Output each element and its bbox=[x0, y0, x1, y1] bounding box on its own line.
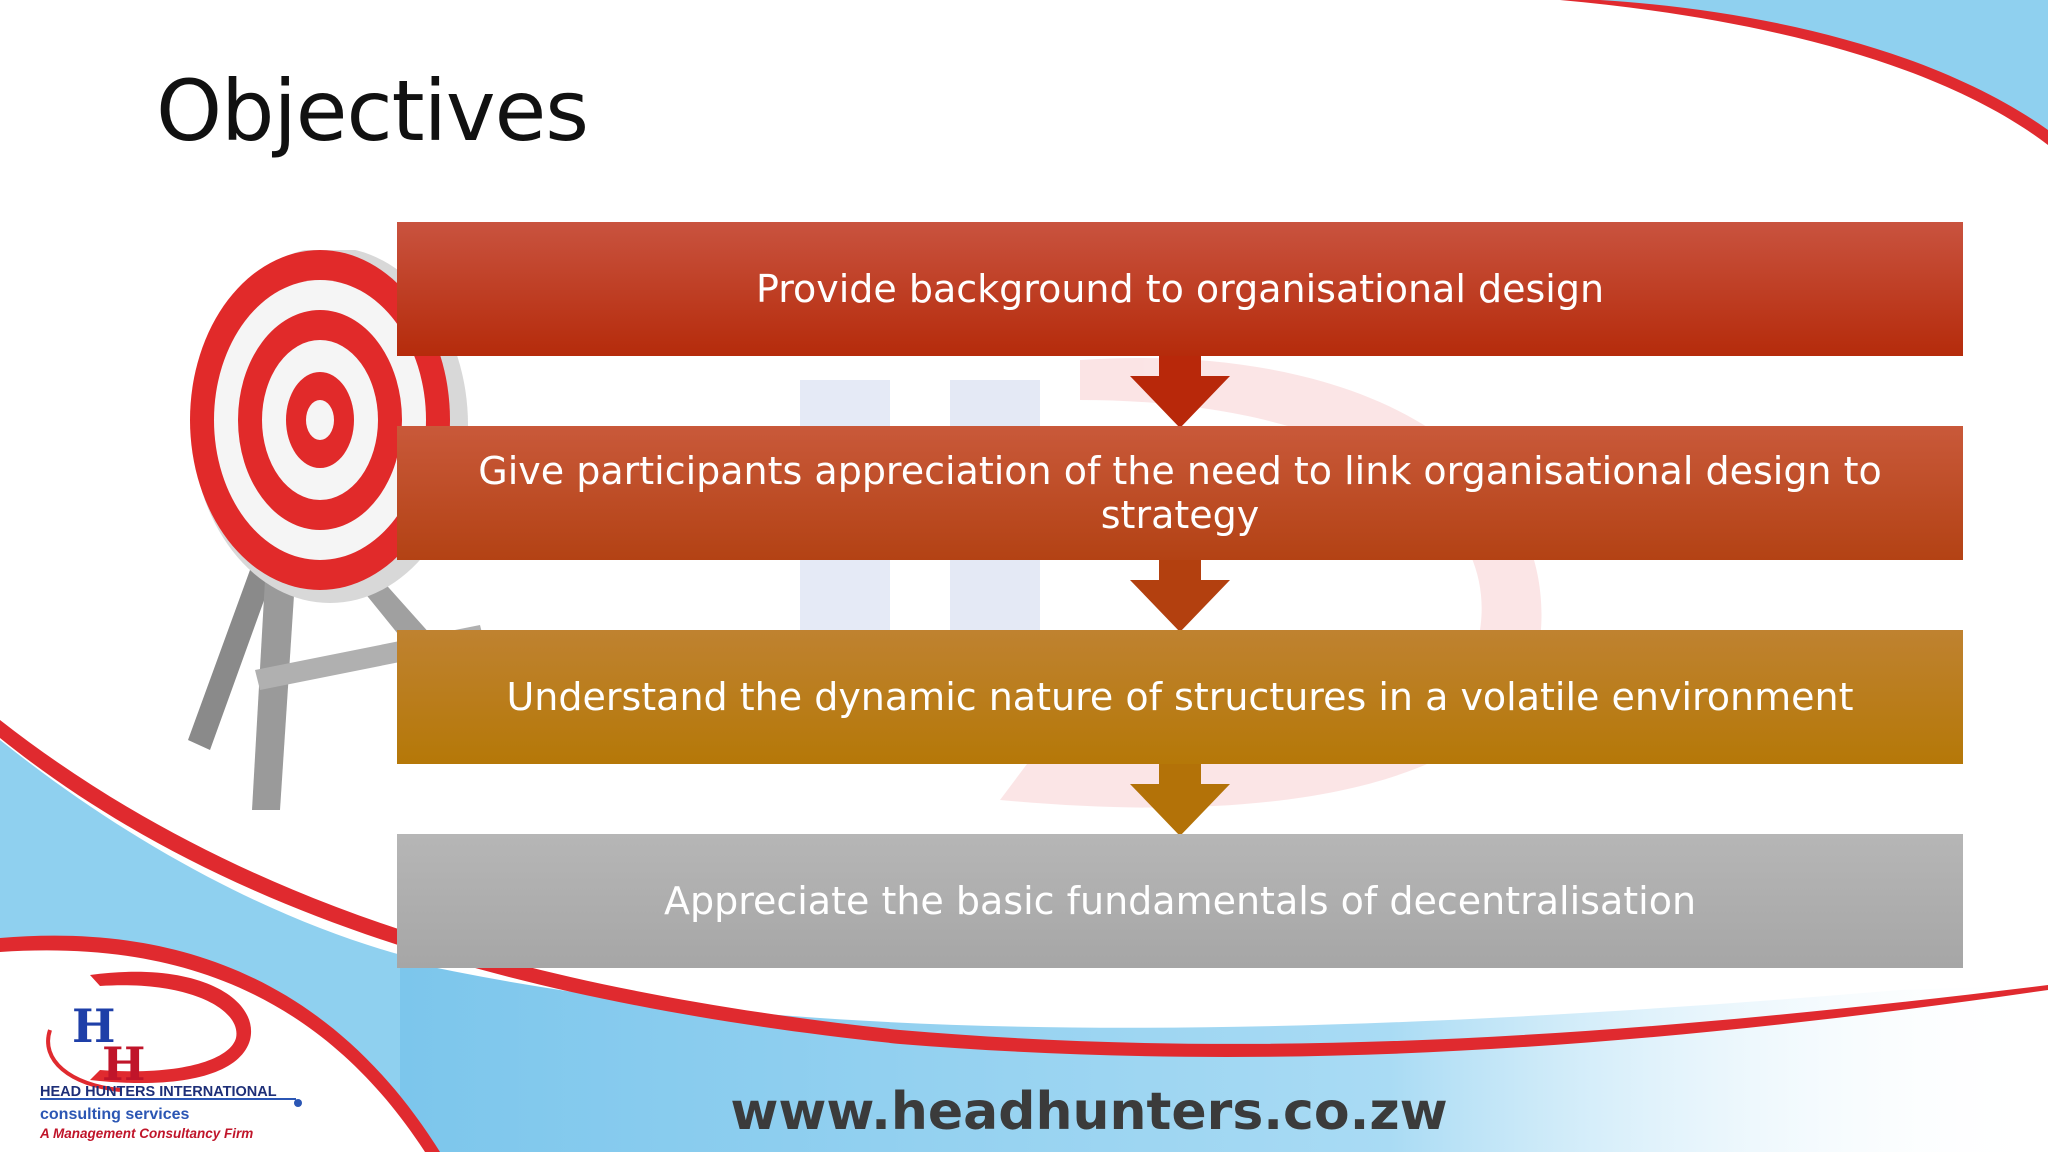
company-name: HEAD HUNTERS INTERNATIONAL bbox=[40, 1084, 277, 1100]
objective-step-1-text: Provide background to organisational des… bbox=[755, 267, 1605, 311]
objective-step-4-text: Appreciate the basic fundamentals of dec… bbox=[663, 879, 1697, 923]
objective-step-2: Give participants appreciation of the ne… bbox=[397, 426, 1963, 560]
svg-text:H: H bbox=[102, 1037, 145, 1091]
top-right-blue-swoosh bbox=[1590, 0, 2048, 135]
objective-step-2-text: Give participants appreciation of the ne… bbox=[478, 449, 1882, 537]
company-tagline: consulting services bbox=[40, 1106, 190, 1123]
bottom-red-swoosh bbox=[0, 720, 2048, 1057]
slide-title: Objectives bbox=[156, 62, 589, 160]
objective-step-1: Provide background to organisational des… bbox=[397, 222, 1963, 356]
logo-red-arc bbox=[0, 935, 440, 1152]
company-subtitle: A Management Consultancy Firm bbox=[40, 1126, 254, 1141]
down-arrow-icon bbox=[1130, 560, 1230, 632]
objective-step-3: Understand the dynamic nature of structu… bbox=[397, 630, 1963, 764]
svg-text:H: H bbox=[72, 999, 115, 1053]
objective-step-4: Appreciate the basic fundamentals of dec… bbox=[397, 834, 1963, 968]
down-arrow-icon bbox=[1130, 764, 1230, 836]
company-logo: H H bbox=[40, 971, 302, 1107]
website-url: www.headhunters.co.zw bbox=[730, 1082, 1448, 1142]
archery-target-icon bbox=[188, 250, 485, 810]
down-arrow-icon bbox=[1130, 356, 1230, 428]
objective-step-3-text: Understand the dynamic nature of structu… bbox=[506, 675, 1854, 719]
